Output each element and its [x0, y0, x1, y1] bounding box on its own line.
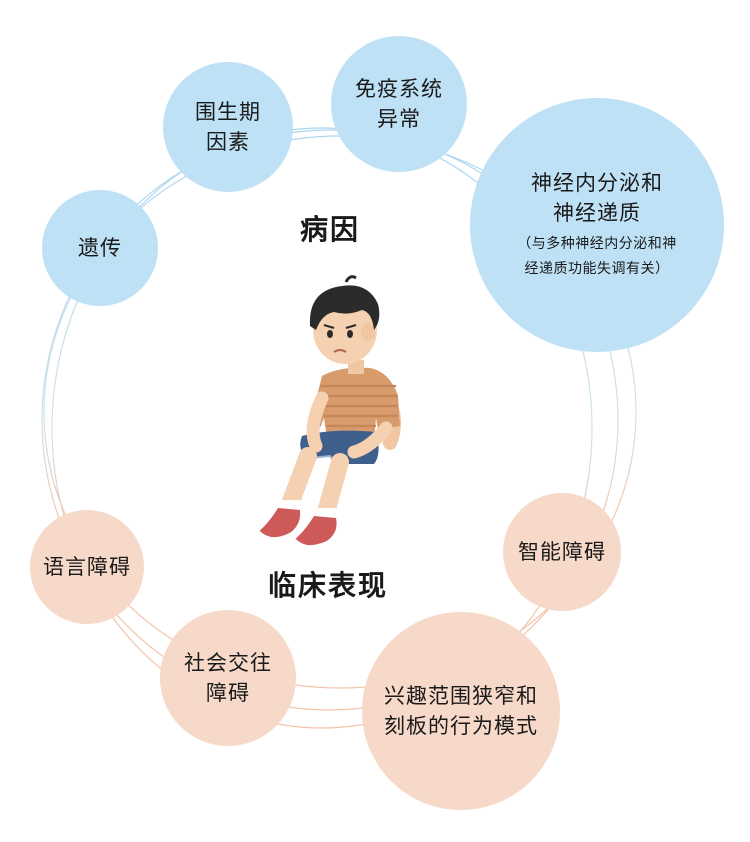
- cause-bubble-perinatal: 围生期 因素: [163, 62, 293, 192]
- causes-heading: 病因: [300, 213, 361, 246]
- symptom-bubble-social: 社会交往 障碍: [160, 610, 296, 746]
- symptom-label: 兴趣范围狭窄和 刻板的行为模式: [384, 684, 538, 738]
- cause-bubble-heredity: 遗传: [42, 190, 158, 306]
- symptom-label: 社会交往 障碍: [184, 651, 272, 705]
- symptom-label: 语言障碍: [43, 555, 131, 579]
- clinical-heading: 临床表现: [268, 569, 389, 602]
- cause-label: 免疫系统 异常: [355, 77, 443, 131]
- cause-label: 遗传: [78, 236, 122, 260]
- symptom-label: 智能障碍: [518, 540, 606, 564]
- symptom-bubble-language: 语言障碍: [30, 510, 144, 624]
- cause-label: 围生期 因素: [195, 100, 261, 154]
- symptom-bubble-intellectual: 智能障碍: [503, 493, 621, 611]
- cause-note: （与多种神经内分泌和神 经递质功能失调有关）: [517, 236, 677, 277]
- symptom-bubble-narrow-interest: 兴趣范围狭窄和 刻板的行为模式: [362, 612, 560, 810]
- sad-boy-illustration: [256, 275, 401, 550]
- cause-label: 神经内分泌和 神经递质: [531, 171, 663, 225]
- cause-bubble-neuro: 神经内分泌和 神经递质 （与多种神经内分泌和神 经递质功能失调有关）: [470, 98, 724, 352]
- cause-bubble-immune: 免疫系统 异常: [331, 36, 467, 172]
